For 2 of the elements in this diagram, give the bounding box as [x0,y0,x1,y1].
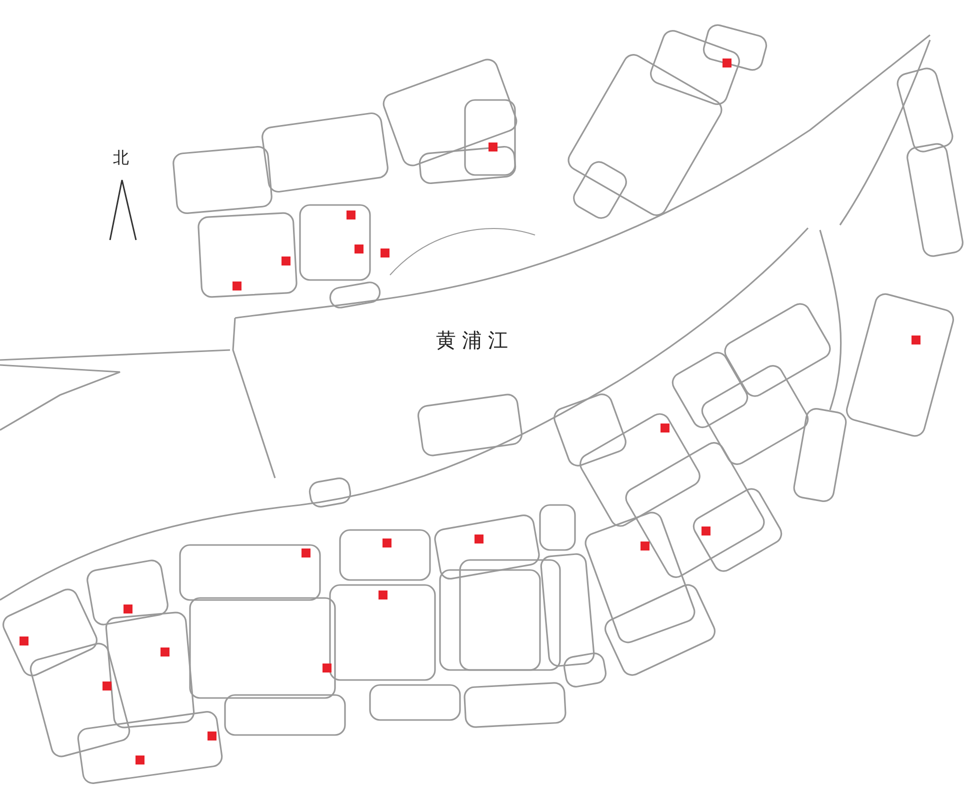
river-label: 黄浦江 [436,327,514,354]
north-label: 北 [113,148,129,169]
